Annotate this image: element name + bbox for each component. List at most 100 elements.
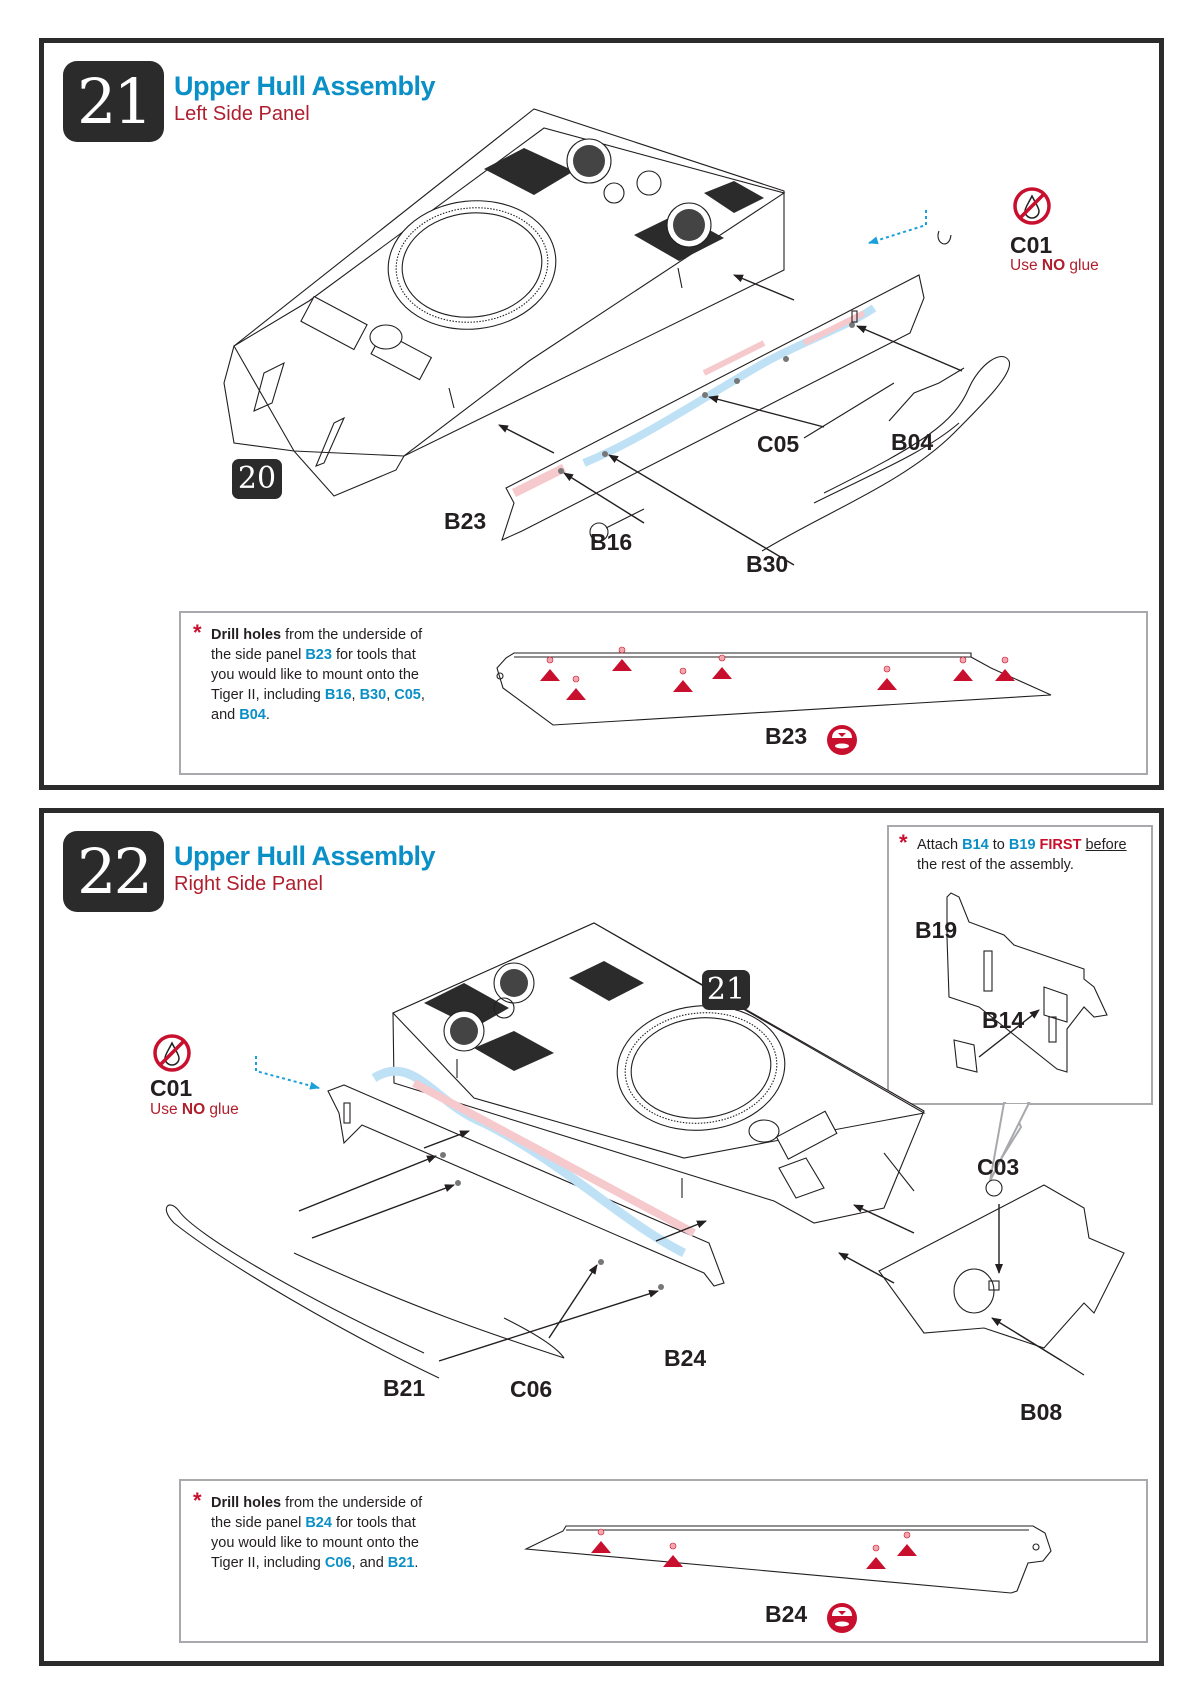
part-reference: C05 — [394, 687, 421, 703]
drill-hole-marker — [597, 1528, 605, 1536]
note-text-segment: the rest of the assembly. — [917, 857, 1074, 873]
drill-hole-marker — [572, 675, 580, 683]
drill-arrow-icon — [866, 1557, 886, 1569]
note-text-segment: , — [351, 687, 360, 703]
part-reference: B04 — [239, 707, 266, 723]
drill-arrow-icon — [612, 659, 632, 671]
part-label-c01: C01 — [150, 1075, 193, 1101]
upper-hull-illustration — [223, 108, 1011, 566]
part-label-b21: B21 — [383, 1375, 426, 1401]
reference-step-badge: 20 — [232, 459, 282, 499]
drill-arrow-icon — [897, 1544, 917, 1556]
note-text-segment: for tools that you would like to mount o… — [211, 647, 419, 703]
drill-hole-marker — [872, 1544, 880, 1552]
drill-hole-marker — [669, 1542, 677, 1550]
part-label-b08: B08 — [1020, 1399, 1063, 1425]
drill-holes-note-box: * Drill holes from the underside of the … — [179, 1479, 1148, 1643]
drill-hole-marker — [959, 656, 967, 664]
note-text-segment: , — [386, 687, 395, 703]
panel-b23-drill-diagram — [496, 646, 1052, 726]
asterisk-icon: * — [193, 1488, 202, 1513]
step-22-panel: 22 Upper Hull Assembly Right Side Panel … — [39, 808, 1164, 1666]
step-title: Upper Hull Assembly — [174, 841, 436, 871]
callout-text: * Attach B14 to B19 FIRST before the res… — [899, 832, 1142, 875]
part-reference: B14 — [962, 837, 989, 853]
note-text-segment: . — [414, 1555, 419, 1571]
part-label-c03: C03 — [977, 1154, 1020, 1180]
part-reference: B24 — [305, 1515, 332, 1531]
tool-parts-drawing — [165, 1179, 1085, 1379]
drill-arrow-icon — [663, 1555, 683, 1567]
part-reference: B19 — [1008, 837, 1036, 853]
drill-hole-marker — [1001, 656, 1009, 664]
part-reference: B21 — [387, 1555, 415, 1571]
callout-box: * Attach B14 to B19 FIRST before the res… — [887, 825, 1153, 1160]
note-text-segment: to — [988, 837, 1009, 853]
step-number-badge: 21 — [63, 61, 164, 142]
drill-hole-marker — [903, 1531, 911, 1539]
drill-from-underside-icon — [827, 1603, 857, 1633]
step-subtitle: Right Side Panel — [174, 873, 323, 895]
drill-hole-marker — [679, 667, 687, 675]
part-label-b16: B16 — [590, 529, 633, 555]
step-number-badge: 22 — [63, 831, 164, 912]
note-text-segment: Attach — [917, 837, 963, 853]
panel-label-b23: B23 — [765, 723, 808, 749]
part-label-b30: B30 — [746, 551, 789, 577]
drill-hole-marker — [883, 665, 891, 673]
part-reference: before — [1085, 837, 1127, 853]
no-glue-icon — [153, 1034, 191, 1072]
no-glue-icon — [1013, 187, 1051, 225]
asterisk-icon: * — [193, 620, 202, 645]
no-glue-note: Use NO glue — [1010, 257, 1099, 274]
note-text-segment: . — [265, 707, 270, 723]
note-text-segment: from the underside of the side panel — [211, 1495, 423, 1531]
drill-hole-marker — [618, 646, 626, 654]
panel-b24-drill-diagram — [523, 1525, 1052, 1594]
drill-arrow-icon — [566, 688, 586, 700]
note-text-segment: from the underside of the side panel — [211, 627, 423, 663]
part-label-b19: B19 — [915, 917, 958, 943]
part-label-c01: C01 — [1010, 232, 1053, 258]
hull-drawing — [392, 922, 926, 1224]
drill-from-underside-icon — [827, 725, 857, 755]
part-label-b24: B24 — [664, 1345, 707, 1371]
drill-arrow-icon — [953, 669, 973, 681]
step-21-panel: 21 Upper Hull Assembly Left Side Panel — [39, 38, 1164, 790]
part-reference: B30 — [359, 687, 387, 703]
part-label-c05: C05 — [757, 431, 800, 457]
drill-holes-note-text: * Drill holes from the underside of the … — [193, 620, 425, 724]
drill-hole-marker — [546, 656, 554, 664]
part-label-c06: C06 — [510, 1376, 553, 1402]
drill-holes-note-text: * Drill holes from the underside of the … — [193, 1488, 423, 1572]
part-reference: FIRST — [1035, 837, 1082, 853]
drill-arrow-icon — [712, 667, 732, 679]
upper-hull-illustration — [165, 922, 1125, 1379]
note-text-segment: , and — [351, 1555, 388, 1571]
part-label-b04: B04 — [891, 429, 934, 455]
step-title: Upper Hull Assembly — [174, 71, 436, 101]
drill-arrow-icon — [673, 680, 693, 692]
part-label-b23: B23 — [444, 508, 487, 534]
tool-parts-drawing — [589, 230, 1011, 552]
drill-arrow-icon — [995, 669, 1015, 681]
step-subtitle: Left Side Panel — [174, 103, 310, 125]
drill-marks — [540, 646, 1015, 700]
reference-step-badge: 21 — [702, 970, 750, 1010]
note-text-segment: , and — [211, 687, 425, 723]
side-panel-b23-drawing — [501, 274, 925, 542]
asterisk-icon: * — [899, 830, 908, 855]
side-panel-b24-drawing — [327, 1066, 725, 1290]
drill-arrow-icon — [540, 669, 560, 681]
hull-drawing — [223, 108, 786, 497]
no-glue-note: Use NO glue — [150, 1101, 239, 1118]
drill-hole-marker — [718, 654, 726, 662]
drill-arrow-icon — [877, 678, 897, 690]
part-reference: B23 — [305, 647, 332, 663]
panel-label-b24: B24 — [765, 1601, 808, 1627]
part-reference: B16 — [324, 687, 352, 703]
drill-marks — [591, 1528, 917, 1569]
part-reference: C06 — [324, 1555, 352, 1571]
note-text-segment: for tools that you would like to mount o… — [211, 1515, 419, 1571]
part-label-b14: B14 — [982, 1007, 1025, 1033]
